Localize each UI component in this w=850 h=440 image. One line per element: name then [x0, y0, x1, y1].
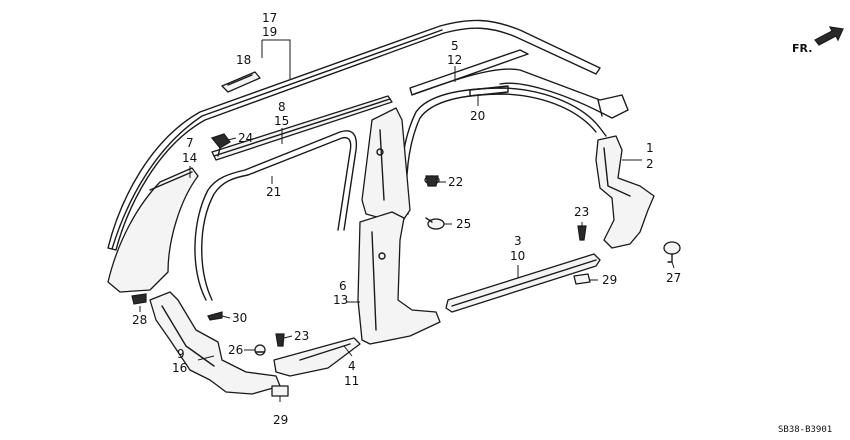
callout-10: 10	[510, 249, 525, 263]
fastener-29-right	[573, 273, 591, 285]
callout-5: 5	[451, 39, 459, 53]
callout-17: 17	[262, 11, 277, 25]
callout-27: 27	[666, 271, 681, 285]
garnish-clip-18	[221, 71, 261, 93]
fastener-27	[663, 241, 681, 263]
callout-9: 9	[177, 347, 185, 361]
fastener-23-lower	[275, 333, 285, 347]
callout-4: 4	[348, 359, 356, 373]
callout-14: 14	[182, 151, 197, 165]
callout-21: 21	[266, 185, 281, 199]
front-pillar-trim	[107, 167, 199, 293]
front-kick-panel	[149, 291, 281, 395]
front-step-plate	[273, 337, 361, 377]
callout-3: 3	[514, 234, 522, 248]
callout-7: 7	[186, 136, 194, 150]
front-door-upper-molding	[211, 95, 393, 161]
callout-23-upper: 23	[574, 205, 589, 219]
callout-8: 8	[278, 100, 286, 114]
callout-12: 12	[447, 53, 462, 67]
callout-19: 19	[262, 25, 277, 39]
clip-24	[210, 133, 231, 157]
diagram-code: SB38-B3901	[778, 425, 832, 435]
callout-28: 28	[132, 313, 147, 327]
callout-23-lower: 23	[294, 329, 309, 343]
center-pillar-upper	[361, 107, 411, 223]
callout-16: 16	[172, 361, 187, 375]
direction-label: FR.	[792, 42, 812, 55]
fastener-26	[254, 344, 266, 356]
upper-rear-trim	[409, 49, 629, 119]
callout-15: 15	[274, 114, 289, 128]
leader-lines	[139, 39, 675, 402]
callout-11: 11	[344, 374, 359, 388]
front-direction-indicator: FR.	[792, 26, 844, 55]
callout-13: 13	[333, 293, 348, 307]
callout-29-bottom: 29	[273, 413, 288, 427]
callout-20: 20	[470, 109, 485, 123]
fastener-28	[131, 293, 147, 305]
callout-24: 24	[238, 131, 253, 145]
front-door-weatherstrip	[194, 130, 358, 301]
callout-26: 26	[228, 343, 243, 357]
side-sill-garnish	[445, 253, 601, 313]
callout-25: 25	[456, 217, 471, 231]
callout-6: 6	[339, 279, 347, 293]
fastener-25	[425, 217, 445, 230]
rear-pillar-trim	[595, 135, 655, 249]
callout-30: 30	[232, 311, 247, 325]
callout-1: 1	[646, 141, 654, 155]
rear-weatherstrip	[399, 85, 607, 216]
callout-labels: 17 19 18 5 12 8 15 24 20 1 2 7 14 22 21 …	[132, 11, 681, 427]
fastener-23-upper	[577, 225, 587, 241]
fastener-30	[207, 311, 223, 321]
callout-22: 22	[448, 175, 463, 189]
callout-29-right: 29	[602, 273, 617, 287]
front-arrow-icon	[814, 26, 844, 46]
callout-18: 18	[236, 53, 251, 67]
fastener-29-bottom	[271, 385, 289, 397]
center-pillar-lower-trim	[357, 211, 441, 345]
callout-2: 2	[646, 157, 654, 171]
roof-side-garnish	[107, 19, 601, 251]
fastener-22	[424, 175, 440, 187]
